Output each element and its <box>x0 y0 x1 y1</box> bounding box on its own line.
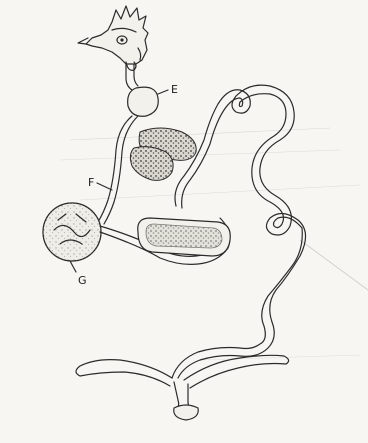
label-e: E <box>171 83 178 96</box>
gizzard <box>43 203 101 261</box>
pancreas <box>138 218 231 256</box>
cloaca <box>174 405 199 420</box>
label-g: G <box>78 274 87 287</box>
label-f: F <box>88 176 94 189</box>
label-e-leader <box>158 90 168 94</box>
chicken-head <box>78 6 148 70</box>
crop <box>128 87 159 116</box>
label-g-leader <box>70 261 76 272</box>
proventriculus-tube <box>104 116 138 224</box>
label-f-leader <box>97 183 112 190</box>
